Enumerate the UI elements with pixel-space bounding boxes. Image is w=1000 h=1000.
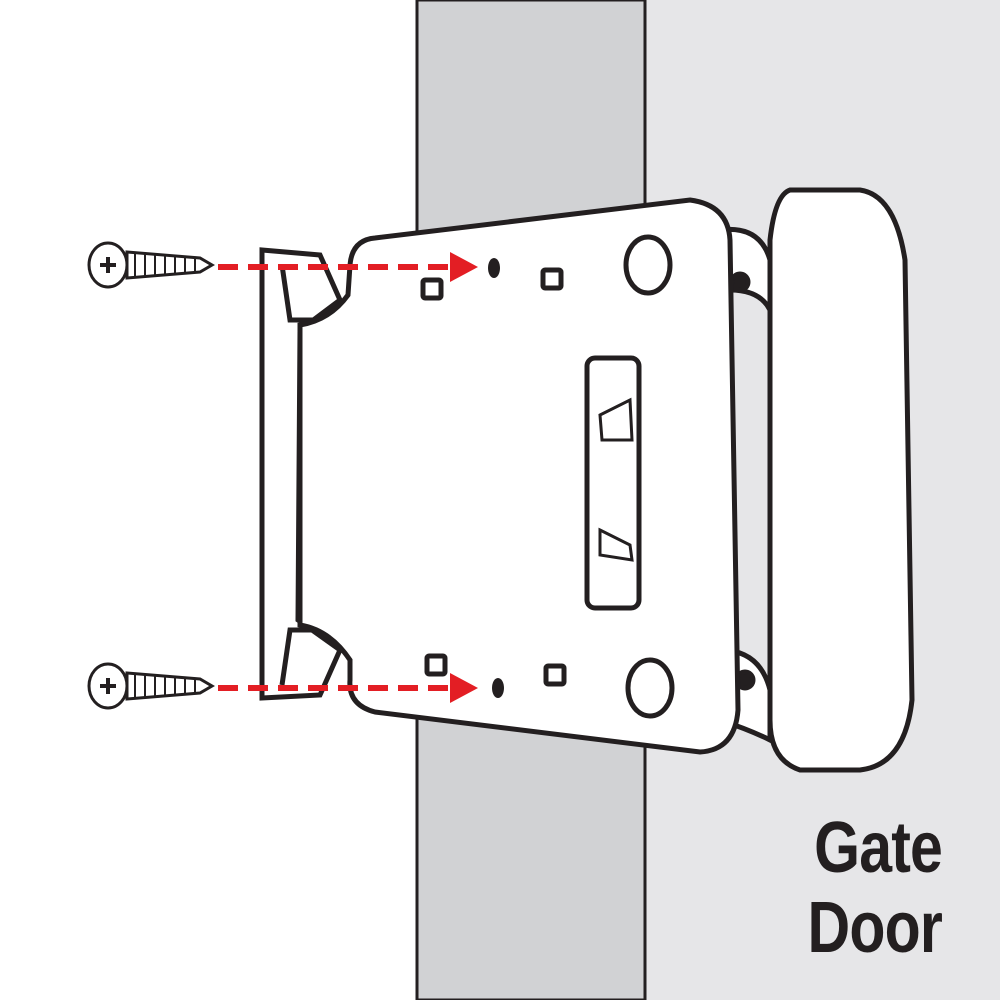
latch-plate	[297, 197, 741, 755]
label-door: Door	[807, 888, 943, 968]
screw-bottom	[87, 662, 215, 710]
label-gate: Gate	[814, 808, 943, 888]
arrow-bottom	[218, 673, 478, 703]
arrow-top	[218, 252, 478, 282]
screw-top	[87, 241, 215, 289]
